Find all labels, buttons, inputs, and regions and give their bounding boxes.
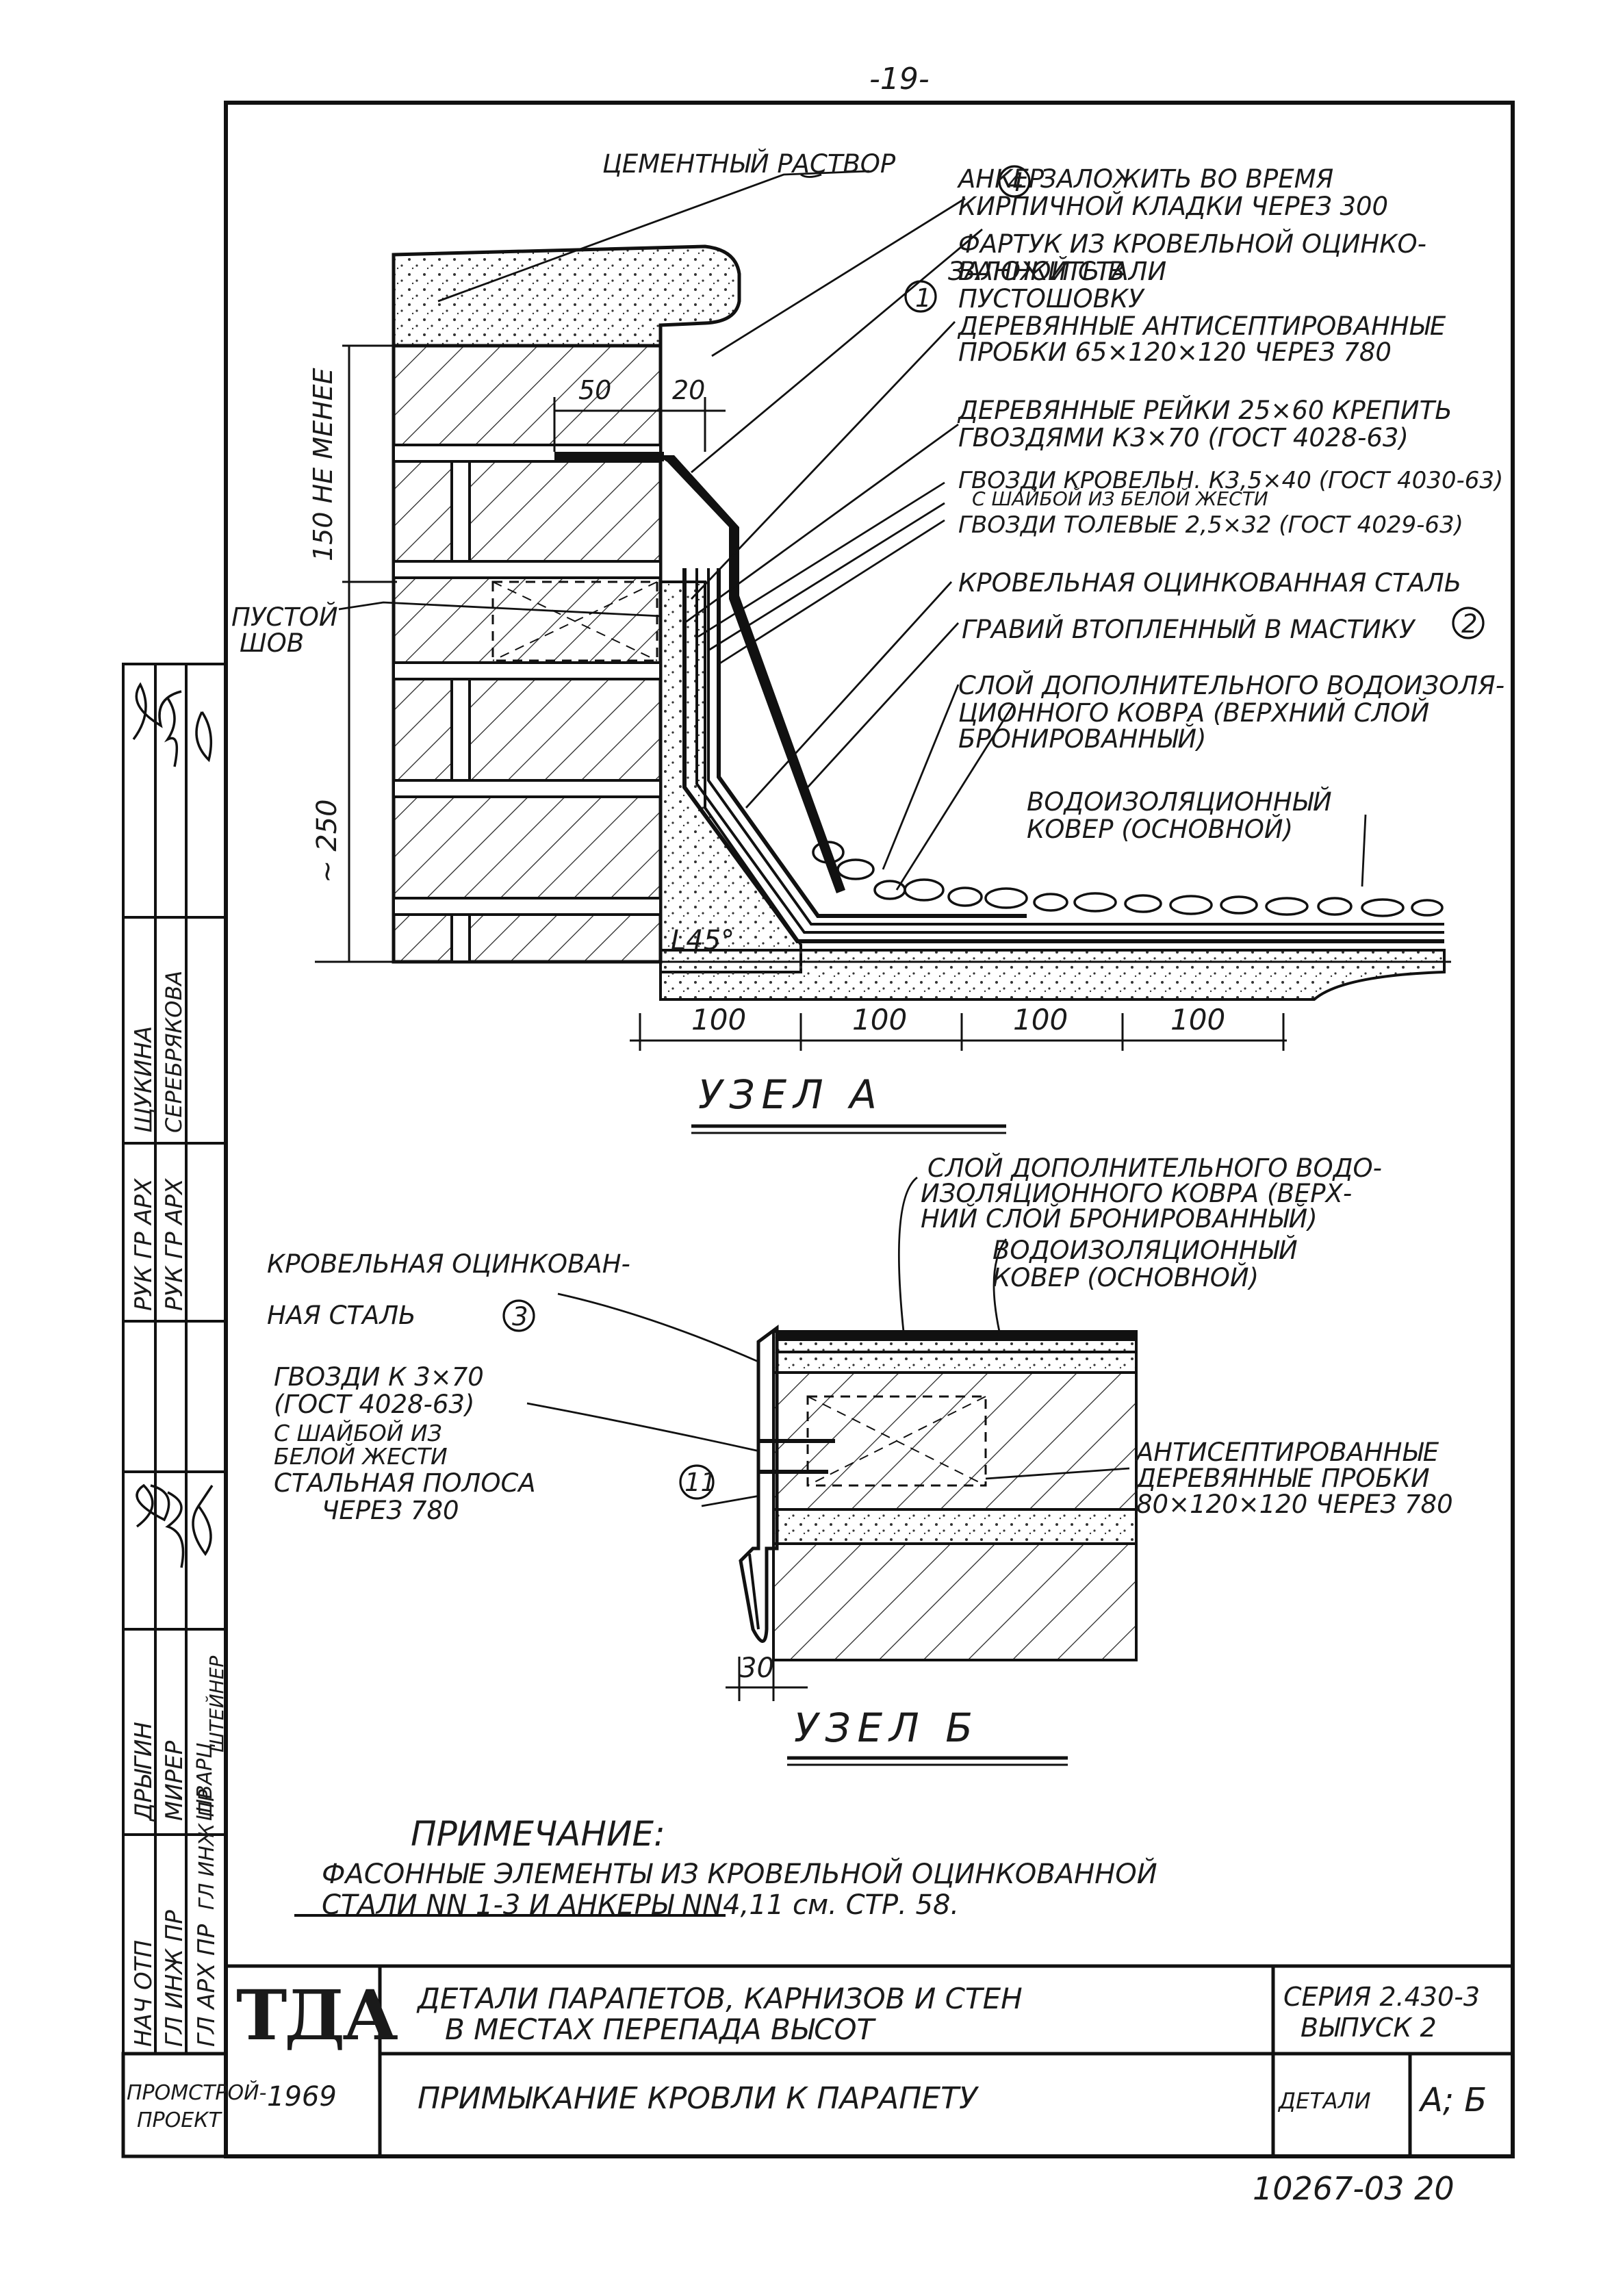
callout-carpet-1: ВОДОИЗОЛЯЦИОННЫЙ [1027, 787, 1332, 817]
b-callout-plugs-1: АНТИСЕПТИРОВАННЫЕ [1136, 1438, 1439, 1467]
b-callout-nails-2: (ГОСТ 4028-63) [274, 1390, 475, 1419]
callout-gravel: ГРАВИЙ ВТОПЛЕННЫЙ В МАСТИКУ [962, 615, 1415, 644]
dim-a-1: 100 [691, 1003, 747, 1036]
detail-b-leaders [526, 1176, 1130, 1507]
gravel-layer [812, 841, 1444, 917]
callout-apron-4: ПУСТОШОВКУ [958, 284, 1144, 314]
dim-20: 20 [672, 375, 706, 405]
b-callout-steel-num: 3 [512, 1302, 528, 1331]
callout-apron-1: ФАРТУК ИЗ КРОВЕЛЬНОЙ ОЦИНКО- [958, 229, 1426, 259]
b-callout-carpet-2: КОВЕР (ОСНОВНОЙ) [992, 1263, 1259, 1292]
b-callout-strip-2: ЧЕРЕЗ 780 [322, 1496, 459, 1525]
name-6: СЕРЕБРЯКОВА [161, 970, 187, 1133]
sheet-code: 10267-03 20 [1253, 2170, 1455, 2207]
sheet-subtitle: ПРИМЫКАНИЕ КРОВЛИ К ПАРАПЕТУ [418, 2081, 977, 2116]
b-callout-nails-1: ГВОЗДИ К 3×70 [274, 1362, 484, 1392]
callout-steel-num: 2 [1461, 609, 1478, 639]
b-callout-plugs-3: 80×120×120 ЧЕРЕЗ 780 [1136, 1490, 1453, 1519]
b-callout-plugs-2: ДЕРЕВЯННЫЕ ПРОБКИ [1136, 1464, 1430, 1493]
callout-nails-2: С ШАЙБОЙ ИЗ БЕЛОЙ ЖЕСТИ [972, 487, 1268, 510]
dim-a-2: 100 [852, 1003, 908, 1036]
callout-strips-1: ДЕРЕВЯННЫЕ РЕЙКИ 25×60 КРЕПИТЬ [958, 396, 1452, 425]
name-4: ШТЕЙНЕР [205, 1655, 228, 1752]
org-name-1: ПРОМСТРОЙ- [127, 2081, 267, 2105]
callout-anchor-3: КИРПИЧНОЙ КЛАДКИ ЧЕРЕЗ 300 [958, 192, 1389, 221]
b-callout-strip-1: СТАЛЬНАЯ ПОЛОСА [274, 1468, 536, 1498]
callout-layer-3: БРОНИРОВАННЫЙ) [958, 724, 1207, 754]
callout-joint-2: ШОВ [240, 628, 305, 658]
detail-a-title: УЗЕЛ А [698, 1071, 884, 1118]
role-2: ГЛ ИНЖ ПР [161, 1910, 188, 2047]
callout-apron-num: 1 [915, 283, 932, 313]
callout-nails-3: ГВОЗДИ ТОЛЕВЫЕ 2,5×32 (ГОСТ 4029-63) [958, 511, 1463, 539]
logo-tda: ТДА [236, 1975, 398, 2056]
name-1: ДРЫГИН [130, 1722, 157, 1821]
b-callout-steel-1: КРОВЕЛЬНАЯ ОЦИНКОВАН- [267, 1249, 630, 1279]
role-3: ГЛ АРХ ПР [193, 1924, 220, 2047]
sheet-title-2: В МЕСТАХ ПЕРЕПАДА ВЫСОТ [445, 2013, 875, 2046]
callout-steel: КРОВЕЛЬНАЯ ОЦИНКОВАННАЯ СТАЛЬ [958, 568, 1462, 598]
b-callout-carpet-1: ВОДОИЗОЛЯЦИОННЫЙ [992, 1236, 1298, 1265]
callout-joint-1: ПУСТОЙ [231, 602, 338, 632]
b-callout-layer-2: ИЗОЛЯЦИОННОГО КОВРА (ВЕРХ- [921, 1179, 1353, 1208]
page-number: -19- [869, 62, 930, 97]
role-6: РУК ГР АРХ [161, 1178, 188, 1311]
callout-apron-2: ВАННОЙ СТАЛИ [958, 257, 1167, 286]
callout-carpet-2: КОВЕР (ОСНОВНОЙ) [1027, 815, 1294, 844]
title-block-frame [121, 1966, 1513, 2158]
reference-circles [502, 165, 1485, 1500]
detail-b-title: УЗЕЛ Б [794, 1705, 980, 1751]
b-callout-layer-1: СЛОЙ ДОПОЛНИТЕЛЬНОГО ВОДО- [927, 1153, 1383, 1183]
b-callout-layer-3: НИЙ СЛОЙ БРОНИРОВАННЫЙ) [921, 1204, 1318, 1234]
note-heading: ПРИМЕЧАНИЕ: [411, 1814, 665, 1854]
signature-scribbles [132, 682, 214, 1568]
callout-cement: ЦЕМЕНТНЫЙ РАСТВОР [602, 149, 896, 179]
details-label: ДЕТАЛИ [1279, 2088, 1371, 2114]
issue-label: ВЫПУСК 2 [1301, 2013, 1437, 2043]
angle-45: L45° [671, 925, 735, 956]
series-label: СЕРИЯ 2.430-3 [1283, 1982, 1481, 2012]
detail-a-leaders [338, 170, 1367, 891]
role-1: НАЧ ОТП [130, 1939, 157, 2047]
detail-a-drawing [315, 170, 1451, 1134]
dim-30: 30 [739, 1653, 774, 1684]
callout-layer-1: СЛОЙ ДОПОЛНИТЕЛЬНОГО ВОДОИЗОЛЯ- [958, 671, 1505, 700]
callout-plugs-2: ПРОБКИ 65×120×120 ЧЕРЕЗ 780 [958, 337, 1392, 367]
dim-a-4: 100 [1170, 1003, 1226, 1036]
b-callout-nails-4: БЕЛОЙ ЖЕСТИ [274, 1443, 448, 1470]
callout-anchor-1: АНКЕР [958, 164, 1045, 194]
dim-250: ~ 250 [311, 799, 343, 883]
callout-layer-2: ЦИОННОГО КОВРА (ВЕРХНИЙ СЛОЙ [958, 698, 1430, 728]
callout-anchor-num: 4 [1008, 168, 1024, 197]
callout-apron-3: ЗАЛОЖИТЬ В [948, 257, 1125, 286]
role-5: РУК ГР АРХ [130, 1178, 157, 1311]
note-line-1: ФАСОННЫЕ ЭЛЕМЕНТЫ ИЗ КРОВЕЛЬНОЙ ОЦИНКОВА… [322, 1859, 1157, 1890]
b-callout-strip-num: 11 [684, 1468, 717, 1497]
dim-150: 150 НЕ МЕНЕЕ [308, 368, 338, 561]
note-line-2: СТАЛИ NN 1-3 И АНКЕРЫ NN4,11 см. СТР. 58… [322, 1889, 960, 1921]
b-callout-nails-3: С ШАЙБОЙ ИЗ [274, 1420, 442, 1446]
title-year: 1969 [267, 2081, 337, 2113]
sheet-title-1: ДЕТАЛИ ПАРАПЕТОВ, КАРНИЗОВ И СТЕН [418, 1982, 1023, 2015]
dim-a-3: 100 [1013, 1003, 1068, 1036]
name-3: ШВАРЦ [193, 1742, 217, 1821]
callout-plugs-1: ДЕРЕВЯННЫЕ АНТИСЕПТИРОВАННЫЕ [958, 311, 1446, 341]
b-callout-steel-2: НАЯ СТАЛЬ [267, 1301, 416, 1330]
name-2: МИРЕР [161, 1740, 188, 1821]
callout-strips-2: ГВОЗДЯМИ К3×70 (ГОСТ 4028-63) [958, 423, 1409, 452]
org-name-2: ПРОЕКТ [137, 2108, 221, 2132]
dim-50: 50 [578, 375, 612, 405]
name-5: ЩУКИНА [130, 1025, 157, 1133]
detail-b-drawing [526, 1176, 1138, 1766]
callout-anchor-2: ЗАЛОЖИТЬ ВО ВРЕМЯ [1040, 164, 1334, 194]
callout-nails-1: ГВОЗДИ КРОВЕЛЬН. К3,5×40 (ГОСТ 4030-63) [958, 467, 1504, 494]
details-value: А; Б [1420, 2081, 1487, 2119]
